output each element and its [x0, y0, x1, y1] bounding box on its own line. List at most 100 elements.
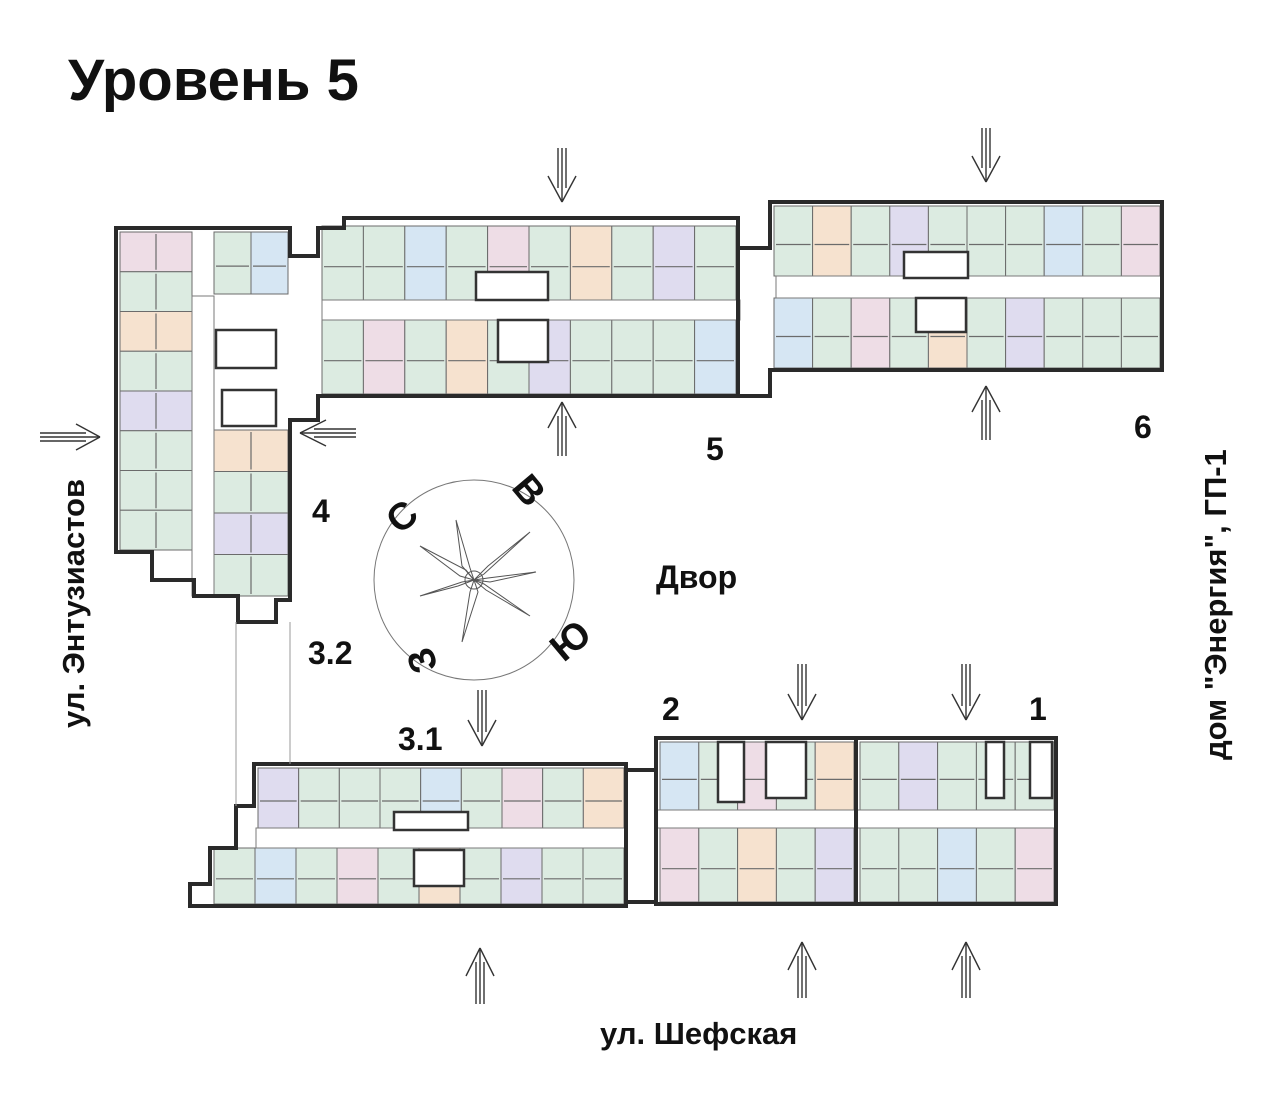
apartment-unit	[295, 847, 338, 905]
apartment-unit	[694, 225, 737, 301]
apartment-unit	[698, 827, 739, 903]
apartment-unit	[404, 225, 447, 301]
apartment-unit	[362, 319, 406, 395]
apartment-unit	[500, 847, 543, 905]
apartment-unit	[1005, 205, 1045, 277]
apartment-unit	[859, 827, 900, 903]
apartment-unit	[257, 767, 300, 829]
entrance-arrow-sec5-top	[547, 148, 577, 203]
compass-west: З	[399, 642, 447, 679]
section-label-3-2: 3.2	[308, 635, 352, 671]
stair-cores	[214, 250, 1054, 888]
apartment-unit	[898, 741, 939, 811]
entrance-arrow-sec2-street	[787, 941, 817, 998]
apartment-unit	[501, 767, 544, 829]
entrance-arrow-sec5-yard	[547, 401, 577, 456]
compass: С В Ю З	[373, 467, 599, 681]
apartment-unit	[250, 231, 289, 295]
apartment-unit	[859, 741, 900, 811]
section-label-6: 6	[1134, 409, 1152, 445]
section-label-1: 1	[1029, 691, 1047, 727]
apartment-unit	[213, 231, 252, 295]
compass-star-icon	[419, 519, 537, 643]
apartment-unit	[737, 827, 777, 903]
entrance-arrow-sec31-street	[465, 947, 495, 1004]
apartment-unit	[812, 205, 852, 277]
section-label-3-1: 3.1	[398, 721, 442, 757]
apartment-unit	[1005, 297, 1045, 369]
apartment-unit	[659, 741, 700, 811]
apartment-unit	[966, 297, 1007, 369]
apartment-unit	[582, 847, 625, 905]
outer-walls	[114, 200, 1164, 908]
connector-lines	[235, 622, 291, 806]
apartment-unit	[775, 827, 816, 903]
apartment-unit	[652, 225, 696, 301]
apartment-unit	[1043, 205, 1084, 277]
apartment-unit	[611, 319, 654, 395]
entrance-arrows	[40, 128, 1001, 1004]
apartment-unit	[338, 767, 381, 829]
entrance-arrow-sec6-top	[971, 128, 1001, 183]
section-label-2: 2	[662, 691, 680, 727]
apartment-unit	[812, 297, 852, 369]
apartment-unit	[404, 319, 447, 395]
apartment-unit	[298, 767, 340, 829]
apartment-unit	[814, 741, 855, 811]
apartment-unit	[459, 847, 502, 905]
apartment-unit	[213, 847, 256, 905]
apartment-unit	[541, 847, 584, 905]
apartment-unit	[254, 847, 297, 905]
apartment-unit	[569, 225, 613, 301]
entrance-arrow-sec31-yard	[467, 690, 497, 747]
entrance-arrow-sec6-yard	[971, 385, 1001, 440]
entrance-arrow-sec1-yard	[951, 664, 981, 721]
apartment-unit	[611, 225, 654, 301]
street-label-bottom: ул. Шефская	[600, 1016, 797, 1051]
apartment-unit	[321, 319, 364, 395]
apartment-unit	[937, 827, 977, 903]
apartment-unit	[652, 319, 696, 395]
section-label-4: 4	[312, 493, 330, 529]
page-title: Уровень 5	[68, 48, 359, 113]
apartment-unit	[1082, 205, 1122, 277]
apartment-unit	[582, 767, 625, 829]
entrance-arrow-sec4-yard	[299, 419, 356, 447]
apartment-unit	[850, 297, 891, 369]
compass-south: Ю	[542, 613, 599, 670]
apartment-unit	[1120, 297, 1161, 369]
section-labels: 1 2 3.1 3.2 4 5 6	[308, 409, 1152, 757]
apartment-unit	[1014, 827, 1055, 903]
apartment-unit	[850, 205, 891, 277]
apartment-unit	[659, 827, 700, 903]
apartment-unit	[542, 767, 584, 829]
apartment-unit	[975, 827, 1016, 903]
apartment-unit	[1120, 205, 1161, 277]
yard-label: Двор	[656, 559, 737, 595]
compass-east: В	[503, 467, 553, 515]
apartment-unit	[937, 741, 977, 811]
compass-north: С	[379, 492, 427, 542]
apartment-unit	[336, 847, 379, 905]
apartment-unit	[773, 297, 814, 369]
street-labels: ул. Энтузиастов ул. Шефская дом "Энергия…	[56, 449, 1233, 1051]
street-label-left: ул. Энтузиастов	[56, 479, 91, 728]
street-label-right: дом "Энергия", ГП-1	[1198, 449, 1233, 760]
apartment-unit	[445, 319, 489, 395]
apartment-unit	[694, 319, 737, 395]
apartment-unit	[321, 225, 364, 301]
section-label-5: 5	[706, 431, 724, 467]
apartment-unit	[1082, 297, 1122, 369]
entrance-arrow-street-left	[40, 423, 101, 451]
apartment-unit	[362, 225, 406, 301]
apartment-unit	[569, 319, 613, 395]
apartment-unit	[814, 827, 855, 903]
apartment-unit	[773, 205, 814, 277]
entrance-arrow-sec1-street	[951, 941, 981, 998]
building-blocks	[119, 205, 1161, 905]
corridors	[191, 275, 1163, 849]
apartment-unit	[1043, 297, 1084, 369]
apartment-unit	[898, 827, 939, 903]
apartment-unit	[966, 205, 1007, 277]
